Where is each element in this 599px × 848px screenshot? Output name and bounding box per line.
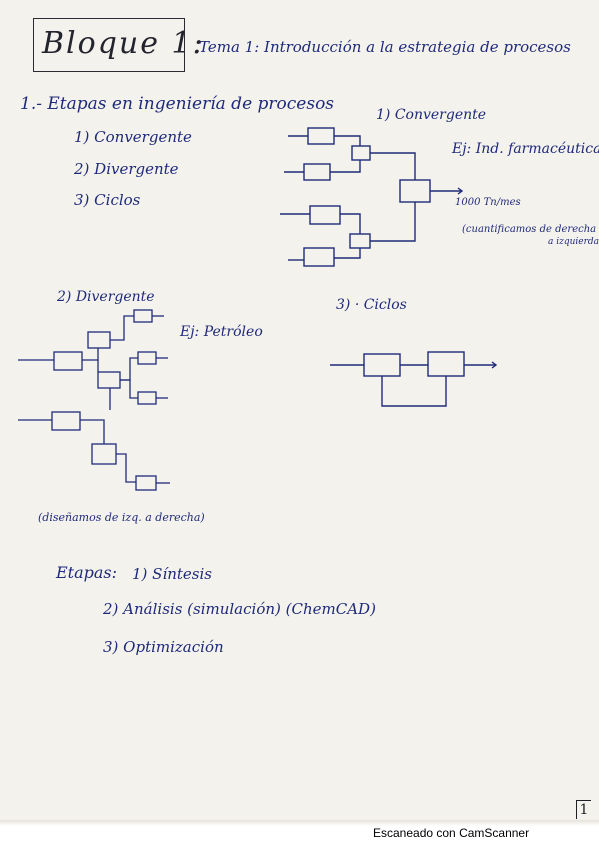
page-edge (0, 820, 599, 826)
page-title: Bloque 1: (42, 26, 205, 61)
stage-item-ciclos: 3) Ciclos (74, 191, 141, 209)
convergente-example: Ej: Ind. farmacéutica (452, 141, 599, 157)
divergente-label: 2) Divergente (57, 289, 155, 305)
ciclos-label: 3) · Ciclos (336, 297, 407, 313)
stage-item-divergente: 2) Divergente (74, 160, 179, 178)
page-subtitle: Tema 1: Introducción a la estrategia de … (199, 38, 571, 56)
scanner-footer: Escaneado con CamScanner (373, 826, 530, 840)
convergente-output-label: 1000 Tn/mes (455, 197, 521, 208)
etapa-sintesis: 1) Síntesis (132, 565, 212, 583)
divergente-example: Ej: Petróleo (180, 324, 263, 340)
divergente-note: (diseñamos de izq. a derecha) (38, 511, 205, 524)
notebook-page (0, 0, 599, 826)
convergente-note-line1: (cuantificamos de derecha (462, 224, 597, 235)
etapa-analisis: 2) Análisis (simulación) (ChemCAD) (103, 600, 376, 618)
convergente-label: 1) Convergente (376, 107, 487, 123)
convergente-diagram (270, 118, 470, 278)
etapas-label: Etapas: (56, 563, 118, 582)
convergente-note-line2: a izquierda) (548, 237, 599, 247)
divergente-diagram (14, 300, 174, 500)
ciclos-diagram (326, 348, 506, 412)
page-number: 1 (576, 800, 591, 819)
title-box (33, 18, 185, 72)
stage-item-convergente: 1) Convergente (74, 128, 192, 146)
section-heading: 1.- Etapas en ingeniería de procesos (20, 94, 335, 114)
etapa-optimizacion: 3) Optimización (103, 638, 224, 656)
